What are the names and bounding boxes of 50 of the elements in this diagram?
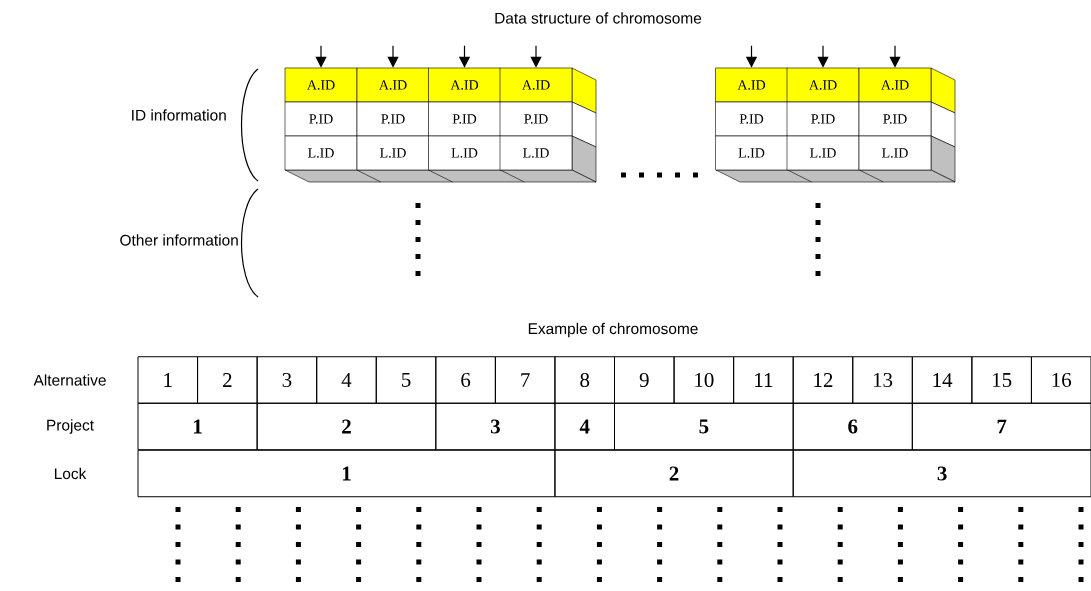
id-cell: P.ID bbox=[428, 101, 501, 137]
id-cell: A.ID bbox=[428, 67, 501, 103]
table-cell: 6 bbox=[792, 402, 913, 451]
id-cell: P.ID bbox=[284, 101, 358, 137]
row-header: Alternative bbox=[33, 374, 106, 386]
id-cell: L.ID bbox=[715, 135, 788, 171]
table-cell: 5 bbox=[375, 356, 437, 404]
id-cell: L.ID bbox=[786, 135, 860, 171]
id-cell: L.ID bbox=[284, 135, 358, 171]
row-header: Lock bbox=[54, 467, 87, 480]
id-cell: L.ID bbox=[499, 135, 573, 171]
table-cell: 5 bbox=[614, 402, 794, 451]
table-cell: 9 bbox=[614, 356, 675, 404]
table-cell: 15 bbox=[971, 356, 1032, 404]
id-cell: L.ID bbox=[858, 135, 932, 171]
table-cell: 1 bbox=[137, 356, 199, 404]
table-cell: 3 bbox=[435, 402, 556, 451]
table-cell: 4 bbox=[316, 356, 377, 404]
section-heading: Example of chromosome bbox=[528, 322, 698, 338]
id-cell: L.ID bbox=[428, 135, 501, 171]
table-cell: 1 bbox=[137, 402, 258, 451]
id-cell: A.ID bbox=[284, 67, 358, 103]
row-header: Project bbox=[47, 419, 94, 434]
id-cell: P.ID bbox=[786, 101, 860, 137]
id-cell: P.ID bbox=[715, 101, 788, 137]
group-label: Other information bbox=[120, 234, 238, 246]
id-cell: P.ID bbox=[356, 101, 430, 137]
table-cell: 11 bbox=[733, 356, 794, 404]
section-heading: Data structure of chromosome bbox=[495, 12, 702, 24]
table-cell: 4 bbox=[554, 402, 615, 451]
table-cell: 2 bbox=[554, 449, 794, 498]
table-cell: 2 bbox=[197, 356, 258, 404]
table-cell: 6 bbox=[435, 356, 496, 404]
group-label: ID information bbox=[132, 109, 226, 121]
id-cell: A.ID bbox=[786, 67, 860, 103]
table-cell: 1 bbox=[137, 449, 556, 498]
table-cell: 14 bbox=[911, 356, 973, 404]
id-cell: A.ID bbox=[356, 67, 430, 103]
table-cell: 3 bbox=[256, 356, 318, 404]
table-cell: 2 bbox=[256, 402, 437, 451]
table-cell: 13 bbox=[852, 356, 913, 404]
table-cell: 12 bbox=[792, 356, 854, 404]
table-cell: 8 bbox=[554, 356, 615, 404]
table-cell: 7 bbox=[494, 356, 556, 404]
table-cell: 7 bbox=[911, 402, 1091, 451]
table-cell: 16 bbox=[1030, 356, 1091, 404]
id-cell: L.ID bbox=[356, 135, 430, 171]
table-cell: 3 bbox=[792, 449, 1091, 498]
table-cell: 10 bbox=[673, 356, 735, 404]
id-cell: A.ID bbox=[715, 67, 788, 103]
